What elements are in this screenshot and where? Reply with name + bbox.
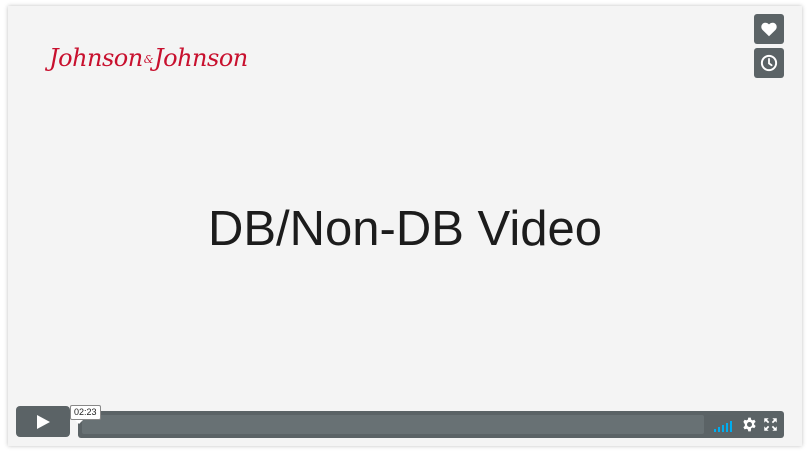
- duration-tooltip: 02:23: [70, 405, 101, 424]
- heart-icon: [761, 22, 777, 37]
- volume-icon[interactable]: [714, 418, 736, 432]
- gear-icon[interactable]: [742, 417, 757, 432]
- play-button[interactable]: [16, 406, 70, 437]
- volume-bar: [718, 427, 720, 432]
- watch-later-button[interactable]: [754, 48, 784, 78]
- fullscreen-icon[interactable]: [763, 417, 778, 432]
- brand-logo: Johnson&Johnson: [49, 43, 248, 75]
- logo-ampersand: &: [143, 52, 154, 66]
- clock-icon: [760, 54, 778, 72]
- progress-bar[interactable]: [82, 415, 704, 434]
- logo-text-left: Johnson: [49, 44, 143, 72]
- play-icon: [37, 414, 50, 429]
- volume-bar: [726, 423, 728, 432]
- volume-bar: [714, 429, 716, 432]
- video-title: DB/Non-DB Video: [207, 202, 602, 256]
- like-button[interactable]: [754, 14, 784, 44]
- volume-bar: [730, 421, 732, 432]
- logo-text-right: Johnson: [154, 44, 248, 72]
- volume-bar: [722, 425, 724, 432]
- control-bar: [78, 411, 784, 438]
- video-player[interactable]: Johnson&Johnson DB/Non-DB Video: [8, 6, 802, 446]
